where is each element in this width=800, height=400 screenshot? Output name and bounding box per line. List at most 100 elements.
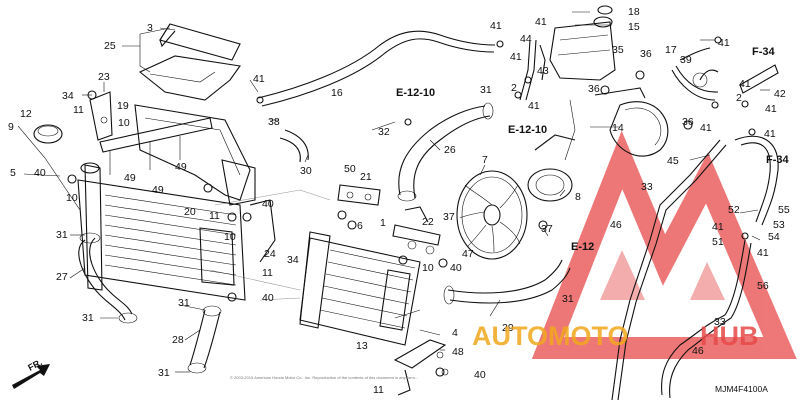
- callout-41: 41: [253, 73, 265, 85]
- lower-hoses-left: [78, 232, 222, 374]
- callout-10: 10: [224, 231, 236, 243]
- callout-50: 50: [344, 163, 356, 175]
- callout-38: 38: [268, 116, 280, 128]
- callout-49: 49: [152, 184, 164, 196]
- ref-f-34-top: F-34: [752, 46, 776, 58]
- callout-39: 39: [680, 54, 692, 66]
- callout-31: 31: [178, 297, 190, 309]
- callout-10: 10: [118, 117, 130, 129]
- callout-36: 36: [588, 83, 600, 95]
- callout-36: 36: [682, 116, 694, 128]
- ref-f-34-mid: F-34: [766, 154, 790, 166]
- callout-5: 5: [10, 167, 16, 179]
- callout-6: 6: [357, 220, 363, 232]
- callout-11: 11: [262, 267, 273, 279]
- callout-41: 41: [739, 78, 751, 90]
- callout-17: 17: [665, 44, 677, 56]
- callout-8: 8: [575, 191, 581, 203]
- callout-4: 4: [452, 327, 458, 339]
- callout-48: 48: [452, 346, 464, 358]
- ref-e-12-10-mid: E-12-10: [508, 124, 547, 136]
- callout-22: 22: [422, 216, 434, 228]
- callout-55: 55: [778, 204, 790, 216]
- hose-26: [397, 102, 494, 202]
- callout-10: 10: [66, 192, 78, 204]
- callout-45: 45: [667, 155, 679, 167]
- overflow-tubes: [519, 39, 546, 101]
- front-direction-marker: FR.: [12, 357, 50, 389]
- callout-33: 33: [641, 181, 653, 193]
- callout-42: 42: [774, 88, 786, 100]
- callout-34: 34: [287, 254, 299, 266]
- callout-49: 49: [175, 161, 187, 173]
- callout-34: 34: [62, 90, 74, 102]
- callout-40: 40: [262, 198, 274, 210]
- callout-40: 40: [262, 292, 274, 304]
- watermark-brand-right: HUB: [700, 321, 759, 351]
- callout-11: 11: [73, 104, 84, 116]
- callout-46: 46: [692, 345, 704, 357]
- callout-31: 31: [56, 229, 68, 241]
- callout-14: 14: [612, 122, 624, 134]
- callout-16: 16: [331, 87, 343, 99]
- callout-41: 41: [757, 247, 769, 259]
- siphon-hose-17: [671, 47, 779, 101]
- ref-e-12-10-top: E-12-10: [396, 87, 435, 99]
- frame-outline: [209, 189, 331, 301]
- callout-20: 20: [184, 206, 196, 218]
- left-radiator: [77, 162, 246, 301]
- center-fittings: [249, 184, 441, 263]
- callout-41: 41: [535, 16, 547, 28]
- upper-bracket: [89, 91, 213, 175]
- callout-41: 41: [764, 128, 776, 140]
- callout-12: 12: [20, 108, 32, 120]
- reference-labels: E-12-10 E-12-10 E-12 F-34 F-34: [396, 46, 790, 253]
- callout-labels: 3 25 34 23 41 11 12 9 19 10 5 40 10 31 2…: [8, 6, 790, 396]
- callout-41: 41: [490, 20, 502, 32]
- callout-2: 2: [511, 82, 517, 94]
- callout-56: 56: [757, 280, 769, 292]
- callout-31: 31: [158, 367, 170, 379]
- callout-31: 31: [480, 84, 492, 96]
- callout-41: 41: [700, 122, 712, 134]
- callout-36: 36: [640, 48, 652, 60]
- ref-e-12: E-12: [571, 241, 594, 253]
- callout-40: 40: [474, 369, 486, 381]
- callout-31: 31: [562, 293, 574, 305]
- callout-7: 7: [482, 154, 488, 166]
- callout-37: 37: [541, 223, 553, 235]
- callout-19: 19: [117, 100, 129, 112]
- hose-29: [443, 259, 571, 305]
- callout-25: 25: [104, 40, 116, 52]
- callout-53: 53: [773, 219, 785, 231]
- callout-13: 13: [356, 340, 368, 352]
- callout-31: 31: [82, 312, 94, 324]
- callout-40: 40: [34, 167, 46, 179]
- callout-15: 15: [628, 21, 640, 33]
- callout-52: 52: [728, 204, 740, 216]
- callout-51: 51: [712, 236, 724, 248]
- callout-32: 32: [378, 126, 390, 138]
- long-hoses-right: [611, 135, 779, 400]
- lower-bracket: [393, 339, 449, 396]
- watermark-brand-left: AUTOMOTO: [472, 321, 629, 351]
- fan-motor: [527, 87, 669, 202]
- callout-41: 41: [712, 221, 724, 233]
- callout-49: 49: [124, 172, 136, 184]
- reservoir-tank: [549, 5, 616, 81]
- callout-41: 41: [718, 37, 730, 49]
- callout-46: 46: [610, 219, 622, 231]
- callout-23: 23: [98, 71, 110, 83]
- right-radiator: [299, 231, 421, 346]
- callout-11: 11: [373, 384, 384, 396]
- callout-33: 33: [714, 316, 726, 328]
- callout-2: 2: [736, 92, 742, 104]
- cooling-fan: [456, 170, 528, 260]
- callout-3: 3: [147, 22, 153, 34]
- callout-41: 41: [510, 51, 522, 63]
- callout-44: 44: [520, 33, 532, 45]
- diagram-code: MJM4F4100A: [715, 384, 768, 394]
- radiator-cover-assembly: [134, 23, 256, 206]
